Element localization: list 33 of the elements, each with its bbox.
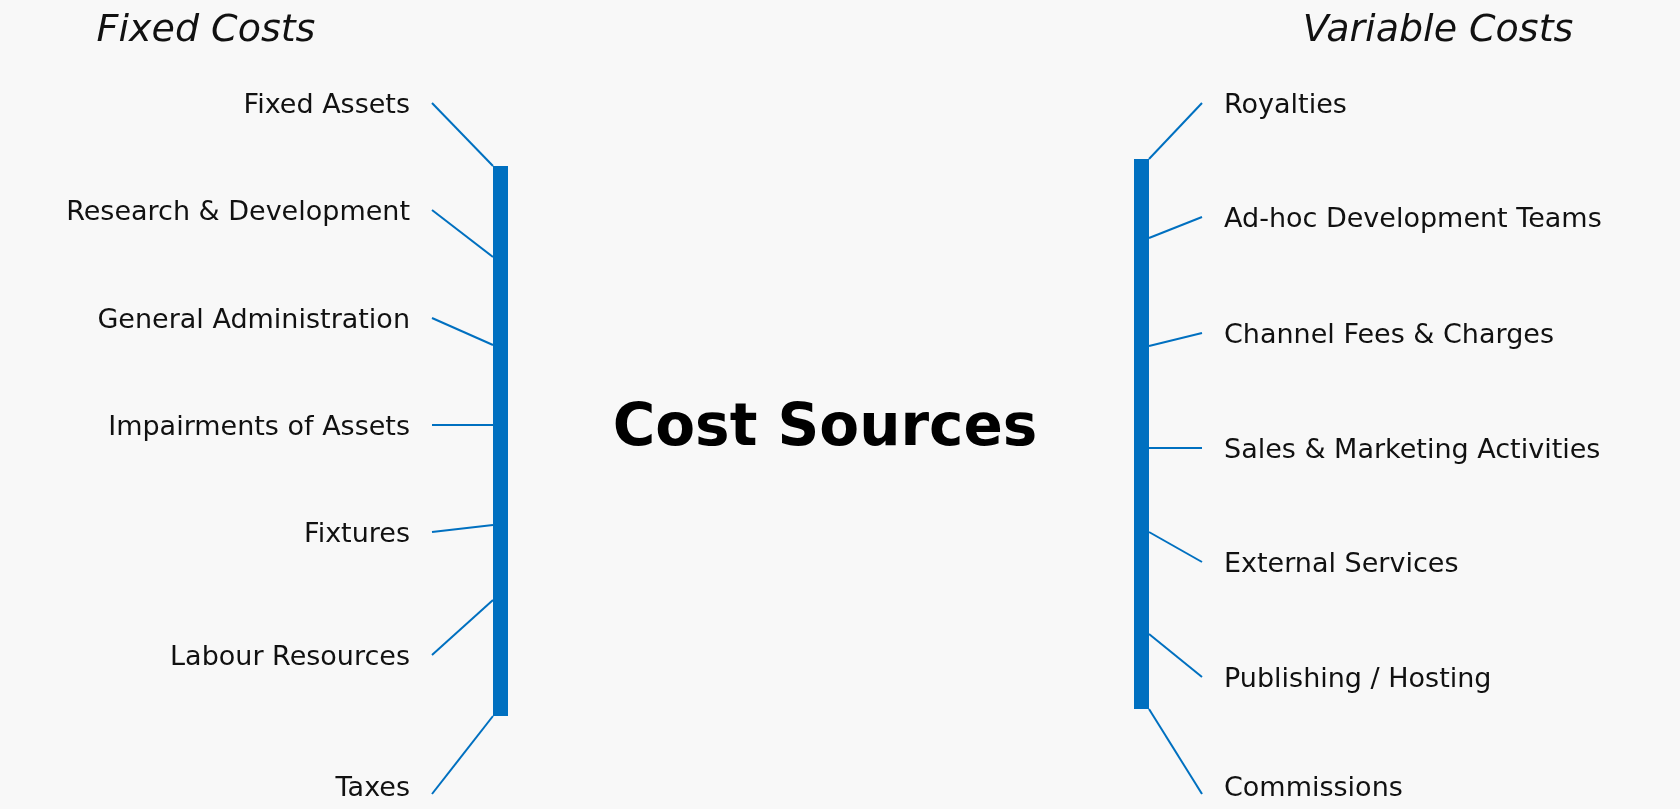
connector-line	[1148, 708, 1203, 795]
cost-item-label: Labour Resources	[170, 635, 432, 675]
cost-item-label: Taxes	[335, 766, 432, 806]
cost-item-label: Impairments of Assets	[108, 405, 432, 445]
connector-line	[1148, 531, 1203, 563]
diagram-title: Cost Sources	[612, 391, 1038, 459]
cost-item-label: Ad-hoc Development Teams	[1202, 197, 1602, 237]
connector-line	[431, 524, 494, 533]
column-heading: Fixed Costs	[96, 6, 316, 50]
cost-item-label: External Services	[1202, 542, 1459, 582]
cost-item-label: Publishing / Hosting	[1202, 657, 1492, 697]
connector-line	[431, 599, 494, 656]
connector-line	[431, 715, 494, 795]
cost-item-label: Sales & Marketing Activities	[1202, 428, 1601, 468]
column-heading: Variable Costs	[1302, 6, 1574, 50]
connector-line	[1148, 216, 1203, 239]
cost-item-label: Channel Fees & Charges	[1202, 313, 1554, 353]
connector-line	[431, 209, 494, 258]
vertical-bar	[493, 166, 508, 716]
cost-item-label: Research & Development	[66, 190, 432, 230]
connector-line	[431, 102, 494, 167]
cost-item-label: Commissions	[1202, 766, 1403, 806]
cost-item-label: Fixtures	[304, 512, 432, 552]
connector-line	[431, 317, 494, 346]
vertical-bar	[1134, 159, 1149, 709]
connector-line	[1148, 447, 1203, 449]
cost-item-label: Fixed Assets	[243, 83, 432, 123]
connector-line	[1148, 332, 1203, 347]
connector-line	[1148, 102, 1203, 160]
connector-line	[1148, 633, 1203, 678]
connector-line	[431, 424, 494, 426]
cost-item-label: General Administration	[97, 298, 432, 338]
cost-item-label: Royalties	[1202, 83, 1347, 123]
